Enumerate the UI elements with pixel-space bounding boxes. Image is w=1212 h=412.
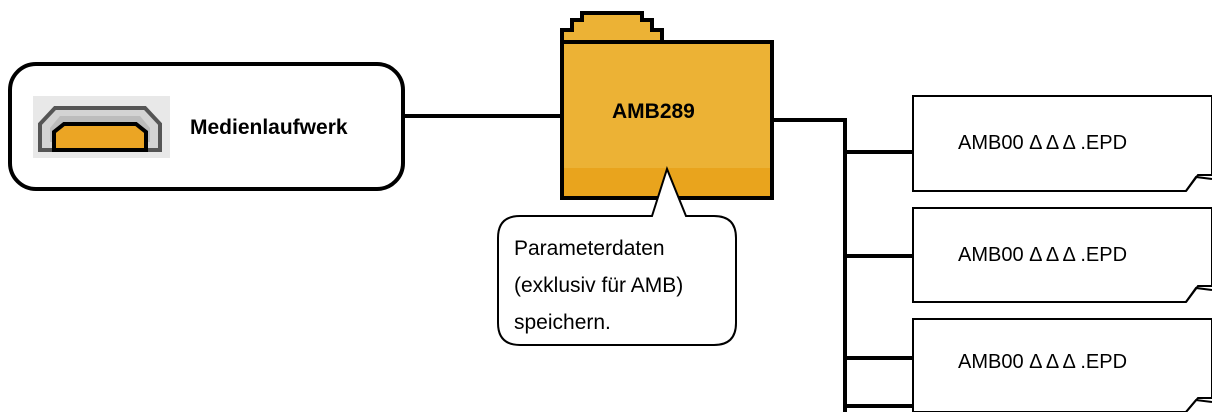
folder-label: AMB289 [612, 100, 695, 123]
usb-drive-icon [33, 96, 170, 158]
callout-line-2: (exklusiv für AMB) [514, 274, 684, 297]
file-label-1: AMB00 Δ Δ Δ .EPD [958, 132, 1128, 154]
file-label-2: AMB00 Δ Δ Δ .EPD [958, 244, 1128, 266]
callout-line-1: Parameterdaten [514, 237, 665, 260]
file-card-1[interactable] [912, 95, 1212, 192]
drive-label: Medienlaufwerk [190, 116, 348, 139]
callout-bubble [497, 166, 737, 346]
callout-line-3: speichern. [514, 311, 611, 334]
file-label-3: AMB00 Δ Δ Δ .EPD [958, 351, 1128, 373]
callout-text: Parameterdaten (exklusiv für AMB) speich… [514, 230, 683, 341]
file-card-2[interactable] [912, 207, 1212, 303]
file-card-3[interactable] [912, 318, 1212, 412]
